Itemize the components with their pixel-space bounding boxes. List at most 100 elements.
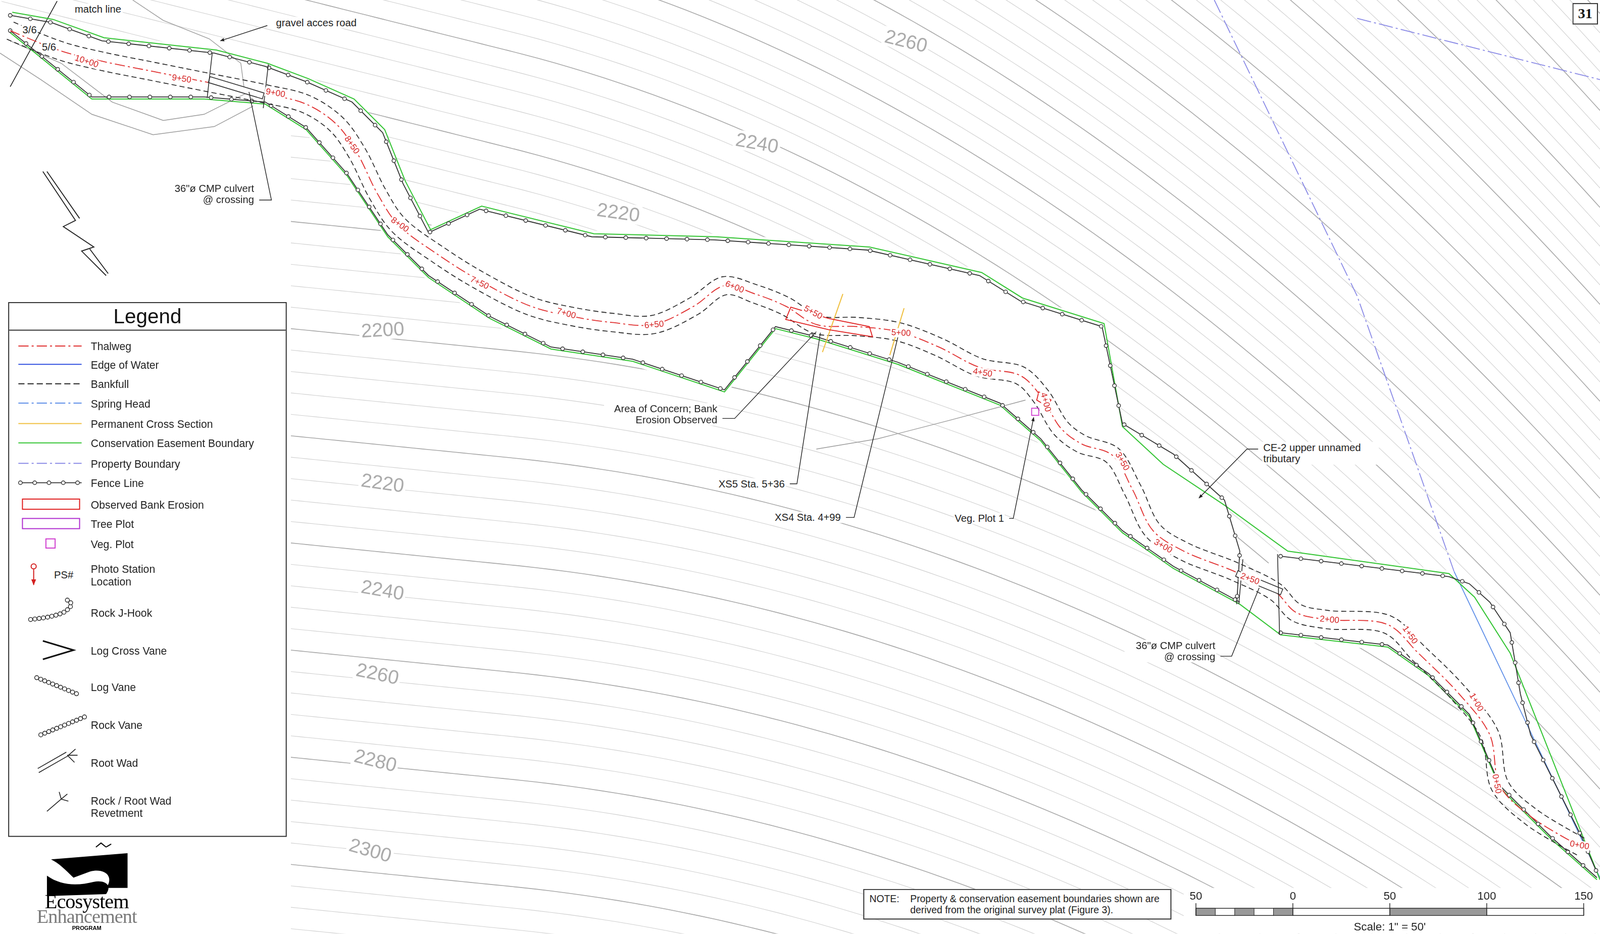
rock-vane-sample: [78, 716, 83, 721]
fence-line: [8, 13, 1242, 605]
contour-line: [0, 0, 1600, 363]
contour-line: [0, 0, 1600, 421]
fence-post: [906, 364, 911, 369]
contour-line: [290, 307, 1597, 785]
contour-line: [0, 0, 1600, 518]
contour-line: [0, 175, 1600, 934]
rock-vane-sample: [70, 719, 75, 724]
logo-text: Enhancement: [36, 906, 137, 926]
note-text: Property & conservation easement boundar…: [910, 892, 1166, 916]
culvert-pipe: [1235, 570, 1283, 595]
fence-post: [828, 339, 833, 343]
fence-post: [1380, 642, 1384, 646]
legend-line-sample: [18, 422, 82, 424]
contour-line: [0, 369, 1600, 934]
contour-line: [0, 0, 1600, 130]
contour-line: [0, 59, 1600, 925]
fence-post: [286, 73, 290, 77]
contour-label: 2240: [732, 129, 783, 157]
leader-line: [1198, 448, 1259, 498]
legend-line-sample: [18, 442, 82, 444]
contour-line: [290, 392, 1597, 871]
fence-post: [1016, 416, 1020, 421]
road-edge: [816, 400, 1026, 449]
fence-post: [435, 279, 440, 284]
fence-post: [887, 357, 891, 362]
station-label: 2+50: [1238, 570, 1262, 587]
legend-label: Conservation Easement Boundary: [90, 437, 255, 450]
fence-post: [1536, 821, 1540, 826]
contour-label: 2260: [352, 659, 403, 688]
fence-post: [167, 46, 171, 50]
leader-line: [220, 25, 268, 41]
fence-post: [373, 123, 377, 127]
fence-post: [698, 380, 703, 384]
contour-label: 2200: [358, 318, 407, 341]
contour-line: [290, 500, 1597, 934]
legend-label: Permanent Cross Section: [90, 418, 214, 431]
fence-post: [1459, 704, 1464, 709]
contour-line: [0, 0, 1600, 595]
contour-group: [290, 114, 1597, 934]
fence-post: [1397, 651, 1402, 656]
station-label: 6+00: [723, 278, 747, 295]
fence-post: [963, 387, 968, 391]
north-arrow: [42, 171, 109, 276]
station-label: 1+50: [1400, 623, 1421, 646]
legend-line-sample: [18, 363, 82, 365]
contour-line: [0, 233, 1600, 934]
fence-post: [8, 13, 13, 18]
contour-line: [0, 0, 1600, 479]
thalweg-line: [10, 30, 1582, 847]
fence-post: [390, 237, 395, 242]
fence-post: [1510, 640, 1514, 644]
logo-shape: [51, 853, 128, 888]
fence-post: [1319, 635, 1323, 639]
fence-post: [758, 343, 762, 348]
fence-post: [1339, 561, 1343, 566]
contour-line: [0, 156, 1600, 934]
fence-post: [399, 177, 404, 182]
legend-label: Bankfull: [90, 378, 129, 391]
fence-post: [1139, 433, 1144, 437]
fence-post: [1278, 554, 1283, 558]
contour-line: [290, 114, 1597, 592]
property-boundary: [1214, 0, 1455, 572]
fence-post: [484, 209, 488, 213]
fence-post: [1157, 443, 1162, 448]
fence-post: [1298, 633, 1303, 637]
fence-line: [1278, 630, 1597, 878]
station-label: 8+50: [342, 133, 363, 157]
contour-line: [0, 446, 1600, 934]
log-vane-sample: [50, 681, 55, 686]
fence-post: [1360, 639, 1364, 644]
fence-post: [1162, 557, 1166, 562]
contour-line: [0, 0, 1600, 53]
fence-post: [1070, 476, 1075, 481]
callout-label: gravel acces road: [275, 16, 359, 28]
contour-label: 2220: [593, 199, 643, 226]
fence-post: [1113, 521, 1117, 525]
station-label: 1+00: [1467, 690, 1486, 714]
log-vane-sample: [70, 689, 75, 694]
fence-post: [1525, 720, 1530, 725]
legend-label: Root Wad: [90, 757, 139, 770]
fence-post: [75, 480, 80, 485]
scale-label: 100: [1476, 890, 1497, 902]
log-cross-vane-sample: [42, 640, 74, 660]
callout-label: Veg. Plot 1: [953, 512, 1006, 524]
contour-line: [290, 800, 1597, 934]
fence-post: [523, 332, 527, 336]
fence-post: [391, 158, 396, 163]
rock-j-hook-sample: [36, 616, 41, 621]
fence-post: [188, 94, 193, 99]
contour-line: [0, 291, 1600, 934]
contour-line: [0, 78, 1600, 934]
fence-post: [807, 244, 812, 248]
contour-line: [0, 0, 1600, 72]
log-vane-sample: [38, 677, 43, 682]
fence-post: [867, 351, 872, 356]
rock-j-hook-sample: [68, 604, 73, 609]
fence-post: [541, 341, 545, 345]
fence-post: [168, 94, 173, 99]
